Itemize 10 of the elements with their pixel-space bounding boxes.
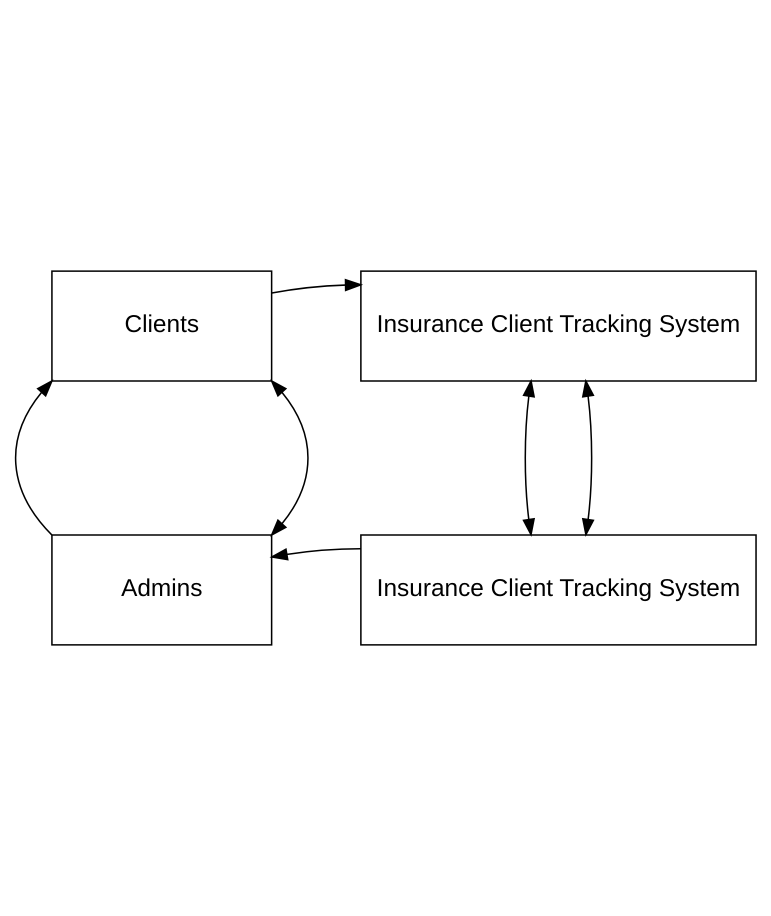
node-box: Insurance Client Tracking System (360, 534, 757, 646)
arrow (270, 379, 309, 537)
node-box: Admins (51, 534, 272, 646)
node-box: Clients (51, 270, 272, 382)
arrow (522, 378, 536, 537)
arrow (15, 379, 54, 536)
arrow (582, 378, 595, 537)
arrow (270, 548, 361, 561)
node-box: Insurance Client Tracking System (360, 270, 757, 382)
arrow (272, 278, 364, 294)
